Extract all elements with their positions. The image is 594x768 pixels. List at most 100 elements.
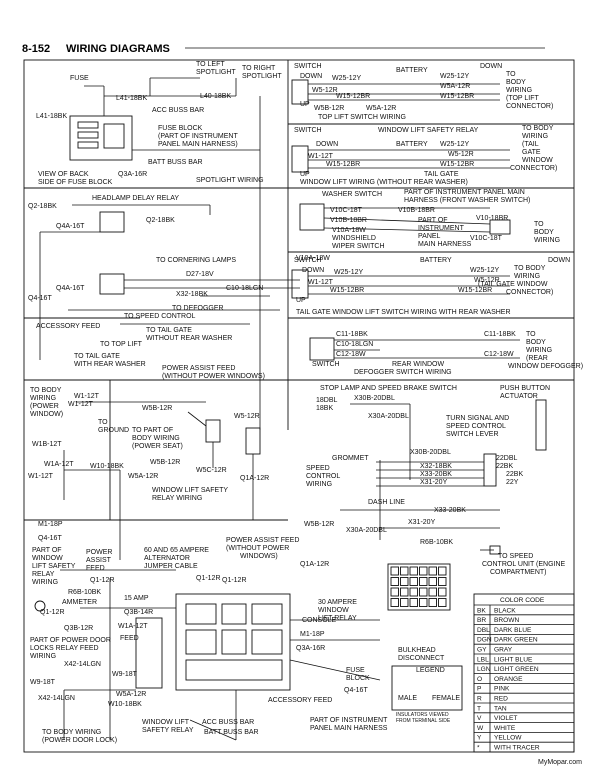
svg-text:BATTERY: BATTERY bbox=[396, 141, 428, 148]
svg-text:V10A-18W: V10A-18W bbox=[332, 227, 366, 234]
color-code-abbr: T bbox=[477, 705, 481, 712]
color-code-name: RED bbox=[494, 696, 508, 703]
bulkhead-cavity bbox=[390, 598, 399, 607]
svg-text:W1-12T: W1-12T bbox=[28, 473, 54, 480]
color-code-name: LIGHT BLUE bbox=[494, 656, 533, 663]
svg-text:W5B-12R: W5B-12R bbox=[304, 521, 334, 528]
svg-text:M1-18P: M1-18P bbox=[38, 521, 63, 528]
svg-text:22DBL: 22DBL bbox=[496, 455, 518, 462]
label-to-cornering: TO CORNERING LAMPS bbox=[156, 257, 236, 264]
svg-text:X31-20Y: X31-20Y bbox=[420, 479, 448, 486]
svg-text:W5-12R: W5-12R bbox=[448, 151, 474, 158]
color-code-abbr: R bbox=[477, 696, 482, 703]
svg-text:18DBL: 18DBL bbox=[316, 397, 338, 404]
svg-text:WINDOW LIFT SAFETY RELAY: WINDOW LIFT SAFETY RELAY bbox=[378, 127, 479, 134]
color-code-name: WHITE bbox=[494, 725, 516, 732]
bulkhead-cavity bbox=[400, 566, 409, 576]
svg-text:W5A-12R: W5A-12R bbox=[366, 105, 396, 112]
label-batt-buss: BATT BUSS BAR bbox=[148, 159, 203, 166]
label-headlamp-relay: HEADLAMP DELAY RELAY bbox=[92, 195, 179, 202]
svg-text:DOWN: DOWN bbox=[480, 63, 502, 70]
svg-text:V10A-18W: V10A-18W bbox=[296, 255, 330, 262]
color-code-name: DARK GREEN bbox=[494, 637, 538, 644]
svg-text:BATTERY: BATTERY bbox=[396, 67, 428, 74]
bulkhead-cavity bbox=[400, 598, 409, 607]
bulkhead-cavity bbox=[400, 577, 409, 586]
svg-text:REAR WINDOW: REAR WINDOW bbox=[392, 361, 445, 368]
svg-text:V10-18BR: V10-18BR bbox=[476, 215, 508, 222]
svg-text:Q1-12R: Q1-12R bbox=[222, 577, 247, 584]
defogger-panel: C11-18BK C10-18LGN C12-18W C11-18BK C12-… bbox=[309, 331, 583, 376]
svg-text:V10C-18T: V10C-18T bbox=[470, 235, 503, 242]
label-l41b: L41-18BK bbox=[36, 113, 67, 120]
svg-text:X30B-20DBL: X30B-20DBL bbox=[410, 449, 451, 456]
svg-text:W15-12BR: W15-12BR bbox=[458, 287, 492, 294]
label-c10: C10-18LGN bbox=[226, 285, 263, 292]
svg-text:SWITCH: SWITCH bbox=[294, 63, 322, 70]
color-code-abbr: GY bbox=[477, 647, 487, 654]
color-code-abbr: O bbox=[477, 676, 482, 683]
svg-text:22BK: 22BK bbox=[496, 463, 513, 470]
page-number: 8-152 bbox=[22, 43, 50, 55]
color-code-abbr: V bbox=[477, 715, 482, 722]
tail-gate-window-panel: SWITCH BATTERY DOWN DOWN W25-12Y W1-12T … bbox=[291, 257, 570, 316]
fuse-block-main bbox=[175, 593, 291, 691]
svg-text:W5B-12R: W5B-12R bbox=[142, 405, 172, 412]
bulkhead-cavity bbox=[428, 587, 437, 597]
svg-text:TAIL GATE WINDOW LIFT SWITCH W: TAIL GATE WINDOW LIFT SWITCH WIRING WITH… bbox=[296, 309, 511, 316]
color-code-name: YELLOW bbox=[494, 735, 522, 742]
svg-text:V10B-18BR: V10B-18BR bbox=[330, 217, 367, 224]
color-code-name: GRAY bbox=[494, 647, 513, 654]
label-power-assist-feed: POWER ASSIST FEED(WITHOUT POWER WINDOWS) bbox=[162, 365, 265, 380]
svg-text:DOWN: DOWN bbox=[302, 267, 324, 274]
color-code-name: WITH TRACER bbox=[494, 745, 540, 752]
svg-text:W25-12Y: W25-12Y bbox=[470, 267, 500, 274]
color-code-abbr: LBL bbox=[477, 656, 489, 663]
svg-text:W5-12R: W5-12R bbox=[474, 277, 500, 284]
svg-text:C12-18W: C12-18W bbox=[484, 351, 514, 358]
svg-text:X32-18BK: X32-18BK bbox=[420, 463, 452, 470]
label-d27: D27-18V bbox=[186, 271, 214, 278]
label-q2b: Q2-18BK bbox=[146, 217, 175, 224]
svg-text:W5-12R: W5-12R bbox=[312, 87, 338, 94]
svg-text:C11-18BK: C11-18BK bbox=[484, 331, 516, 338]
bulkhead-cavity bbox=[438, 566, 447, 576]
bulkhead-cavity bbox=[438, 587, 447, 597]
svg-text:FEED: FEED bbox=[120, 635, 139, 642]
svg-text:W25-12Y: W25-12Y bbox=[332, 75, 362, 82]
label-l40: L40-18BK bbox=[200, 93, 231, 100]
svg-text:W5B-12R: W5B-12R bbox=[150, 459, 180, 466]
bulkhead-cavity bbox=[428, 577, 437, 586]
bulkhead-cavity bbox=[419, 598, 428, 607]
svg-text:Q4-16T: Q4-16T bbox=[38, 535, 62, 542]
svg-text:W9-18T: W9-18T bbox=[112, 671, 138, 678]
color-code-name: DARK BLUE bbox=[494, 627, 532, 634]
svg-text:WINDOW LIFT WIRING (WITHOUT RE: WINDOW LIFT WIRING (WITHOUT REAR WASHER) bbox=[300, 179, 468, 186]
top-lift-switch-panel: SWITCH BATTERY DOWN DOWN W25-12Y W5-12R … bbox=[291, 63, 553, 121]
svg-text:STOP LAMP AND SPEED BRAKE SWIT: STOP LAMP AND SPEED BRAKE SWITCH bbox=[320, 385, 457, 392]
label-q4a-b: Q4A-16T bbox=[56, 285, 85, 292]
svg-text:TOP LIFT SWITCH WIRING: TOP LIFT SWITCH WIRING bbox=[318, 114, 406, 121]
svg-text:X33-20BK: X33-20BK bbox=[420, 471, 452, 478]
color-code-name: VIOLET bbox=[494, 715, 517, 722]
svg-text:CONSOLE: CONSOLE bbox=[302, 617, 337, 624]
svg-text:Q1-12R: Q1-12R bbox=[196, 575, 221, 582]
color-code-abbr: BK bbox=[477, 607, 486, 614]
color-code-abbr: DBL bbox=[477, 627, 490, 634]
svg-text:AMMETER: AMMETER bbox=[62, 599, 97, 606]
